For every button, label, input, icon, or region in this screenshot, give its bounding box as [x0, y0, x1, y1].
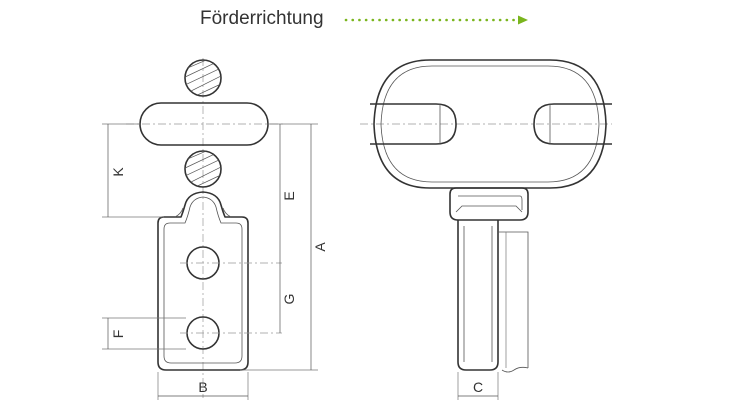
dim-label-a: A [312, 242, 328, 252]
chain-link-oval-inner [380, 65, 600, 183]
adjacent-link-left [370, 103, 457, 145]
lug-fillet-left [174, 207, 184, 218]
conveying-direction-arrow [344, 15, 528, 25]
lug-fillet-right [222, 207, 232, 218]
front-view: K F E G A B [102, 58, 328, 400]
chain-ring-top-section [184, 59, 222, 97]
break-line [501, 366, 529, 373]
attachment-top-detail [458, 195, 523, 210]
attachment-top-block [449, 187, 529, 221]
dim-label-c: C [473, 379, 483, 395]
chain-link-oval [373, 59, 607, 189]
chain-ring-lower-section [184, 150, 222, 188]
side-view: C [360, 59, 612, 400]
adjacent-link-right [533, 103, 612, 145]
dim-label-e: E [281, 191, 297, 200]
dim-label-f: F [110, 330, 126, 339]
attachment-top-chamfer [455, 205, 523, 213]
dim-label-g: G [281, 294, 297, 305]
dim-label-k: K [110, 167, 126, 177]
conveying-direction-label: Förderrichtung [200, 8, 324, 29]
attachment-plate [157, 191, 249, 371]
dim-label-b: B [198, 379, 207, 395]
attachment-plate-side [457, 220, 499, 371]
mounted-part-outline [498, 231, 529, 368]
attachment-plate-inner [163, 196, 243, 364]
